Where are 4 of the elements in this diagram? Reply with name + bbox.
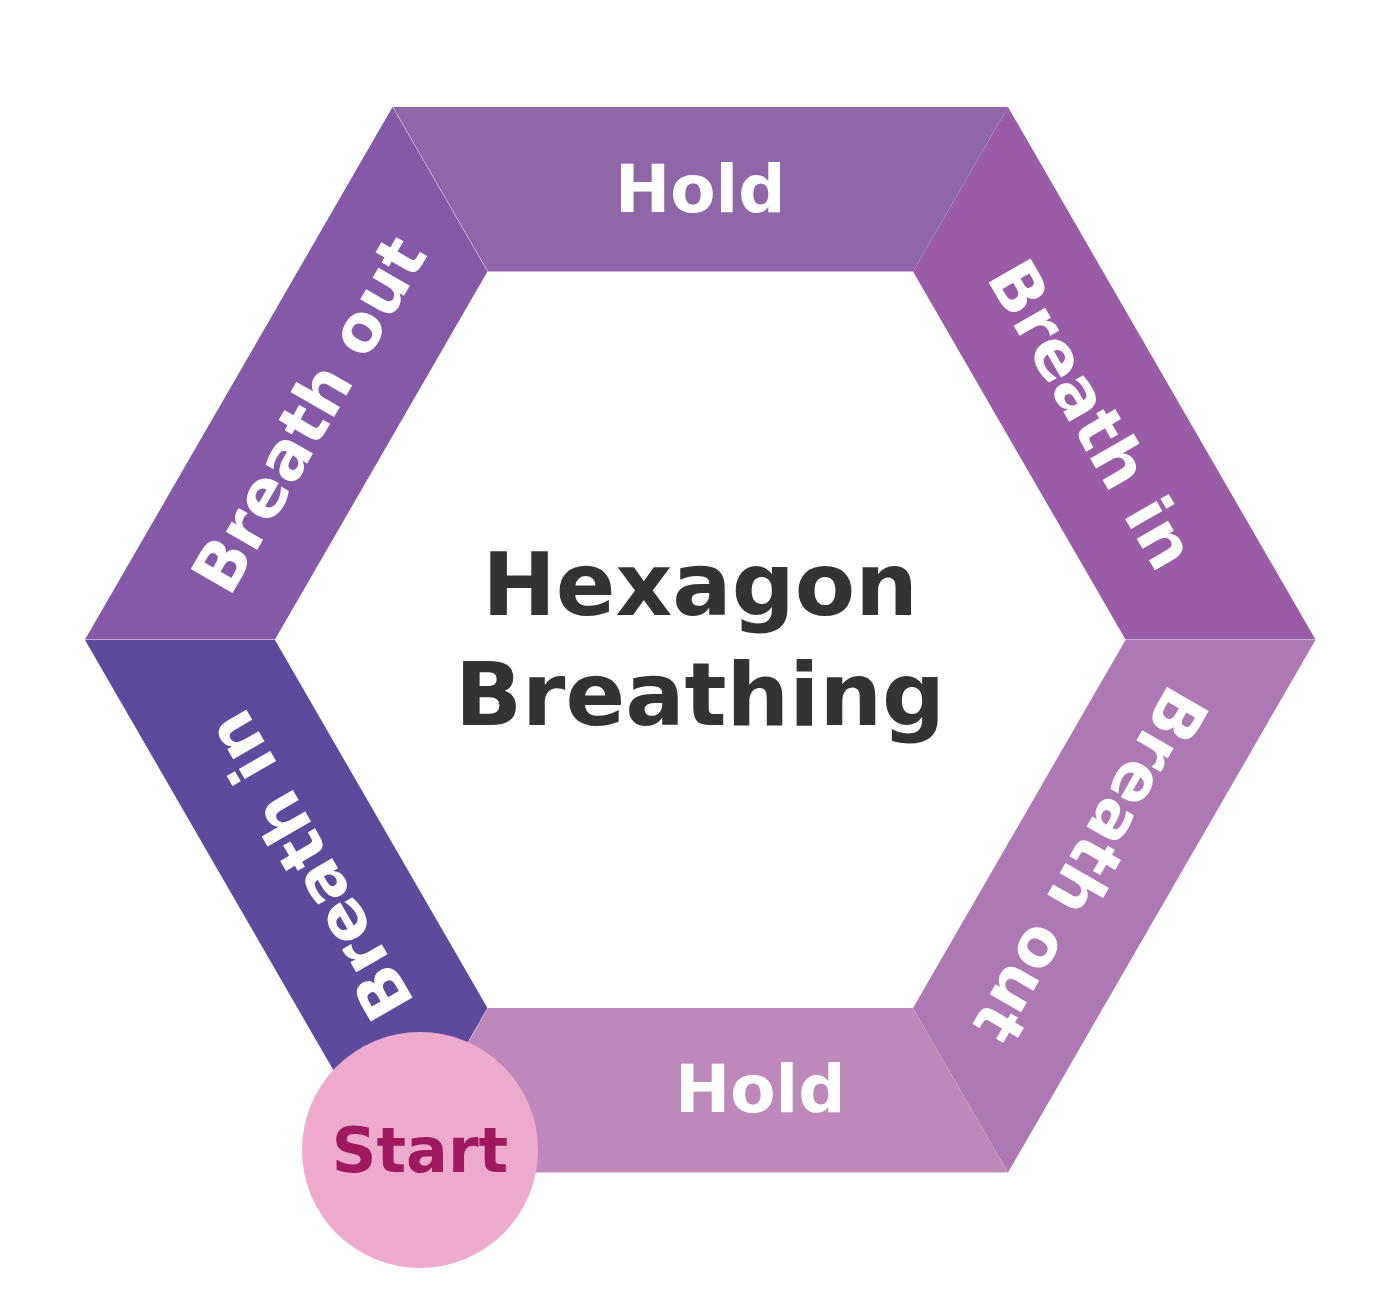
step-label: Hold: [675, 1057, 846, 1124]
start-label: Start: [331, 1113, 509, 1187]
step-label: Hold: [615, 156, 786, 223]
title: Hexagon Breathing: [453, 532, 947, 748]
